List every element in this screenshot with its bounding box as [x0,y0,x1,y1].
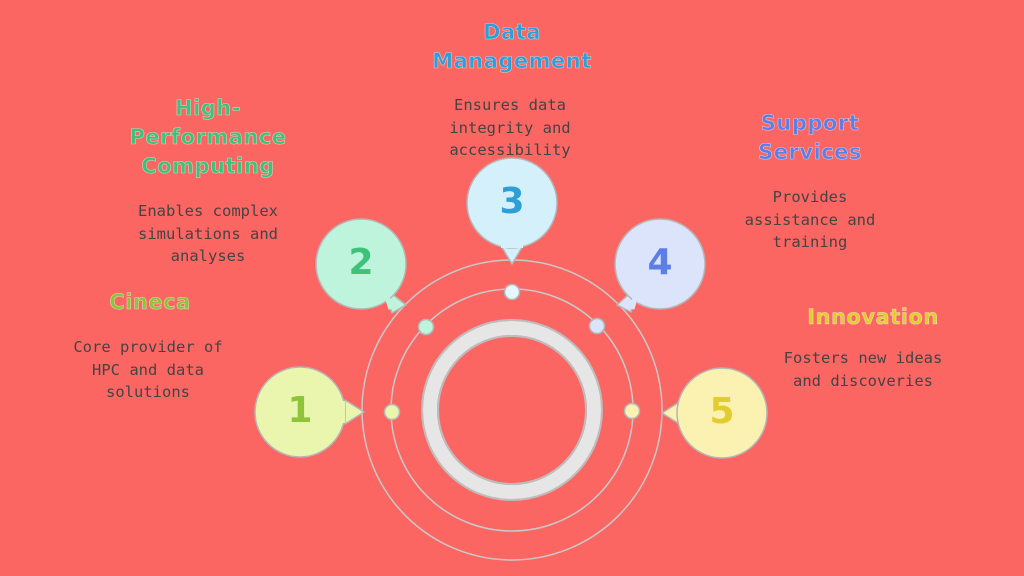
step-2-bubble [315,218,407,314]
step-4-description: Provides assistance and training [744,188,876,251]
step-3-description: Ensures data integrity and accessibility [449,96,571,159]
step-3-title: Data Management [432,20,592,74]
step-1-description: Core provider of HPC and data solutions [73,338,223,401]
step-2-number: 2 [348,242,374,283]
center-ring-outline-outer [421,319,603,501]
step-4-title: Support Services [758,111,862,165]
step-1-title: Cineca [109,290,191,315]
step-5-bubble [661,367,768,459]
step-1-number: 1 [287,390,313,431]
step-3-number: 3 [499,181,525,222]
step-2-title: High-Performance Computing [129,96,287,179]
step-5-description: Fosters new ideas and discoveries [783,349,943,390]
connector-dot-2 [417,318,435,336]
step-1-bubble [254,366,365,458]
step-4-number: 4 [647,242,673,283]
step-4-bubble [614,218,706,313]
center-ring-outline-inner [437,335,587,485]
connector-dot-5 [623,402,641,420]
step-3-bubble [466,157,558,265]
step-5-number: 5 [709,391,735,432]
step-5-title: Innovation [807,305,939,330]
center-ring [423,321,601,499]
step-2-description: Enables complex simulations and analyses [138,202,278,265]
connector-dot-3 [503,283,521,301]
connector-dot-1 [383,403,401,421]
connector-dot-4 [588,317,606,335]
